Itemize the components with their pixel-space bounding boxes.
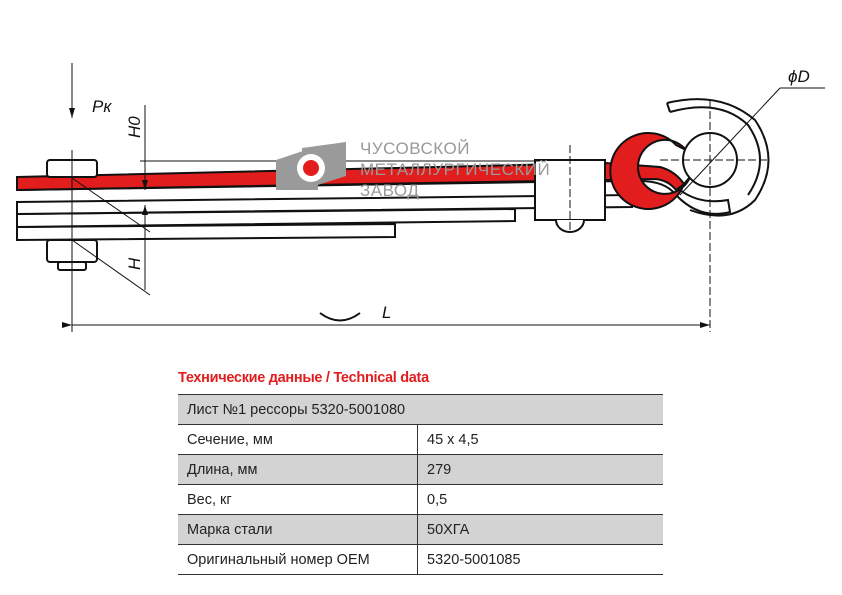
logo-line-2: МЕТАЛЛУРГИЧЕСКИЙ	[360, 160, 550, 179]
h-label: H	[125, 257, 144, 270]
row-value: 50ХГА	[417, 514, 663, 545]
logo-line-1: ЧУСОВСКОЙ	[360, 139, 470, 158]
tech-data-table: Лист №1 рессоры 5320-5001080 Сечение, мм…	[178, 394, 663, 575]
row-value: 45 x 4,5	[417, 424, 663, 455]
h0-label: H0	[125, 116, 144, 138]
row-value: 279	[417, 454, 663, 485]
row-label: Марка стали	[178, 514, 418, 545]
row-label: Длина, мм	[178, 454, 418, 485]
row-label: Вес, кг	[178, 484, 418, 515]
row-value: 5320-5001085	[417, 544, 663, 575]
diameter-label: ϕD	[788, 67, 810, 86]
force-label: Pк	[92, 97, 112, 116]
leaf-spring-drawing: ЧУСОВСКОЙ МЕТАЛЛУРГИЧЕСКИЙ ЗАВОД Pк H0 H…	[16, 63, 825, 332]
length-label: L	[382, 303, 391, 322]
dimension-lines	[62, 63, 825, 332]
logo-dot-icon	[303, 160, 319, 176]
logo-line-3: ЗАВОД	[360, 181, 419, 200]
row-label: Сечение, мм	[178, 424, 418, 455]
row-label: Оригинальный номер OEM	[178, 544, 418, 575]
table-header-row: Лист №1 рессоры 5320-5001080	[178, 394, 663, 425]
table-header: Лист №1 рессоры 5320-5001080	[178, 394, 663, 425]
row-value: 0,5	[417, 484, 663, 515]
logo: ЧУСОВСКОЙ МЕТАЛЛУРГИЧЕСКИЙ ЗАВОД	[276, 139, 550, 200]
tech-data-title: Технические данные / Technical data	[178, 370, 429, 386]
